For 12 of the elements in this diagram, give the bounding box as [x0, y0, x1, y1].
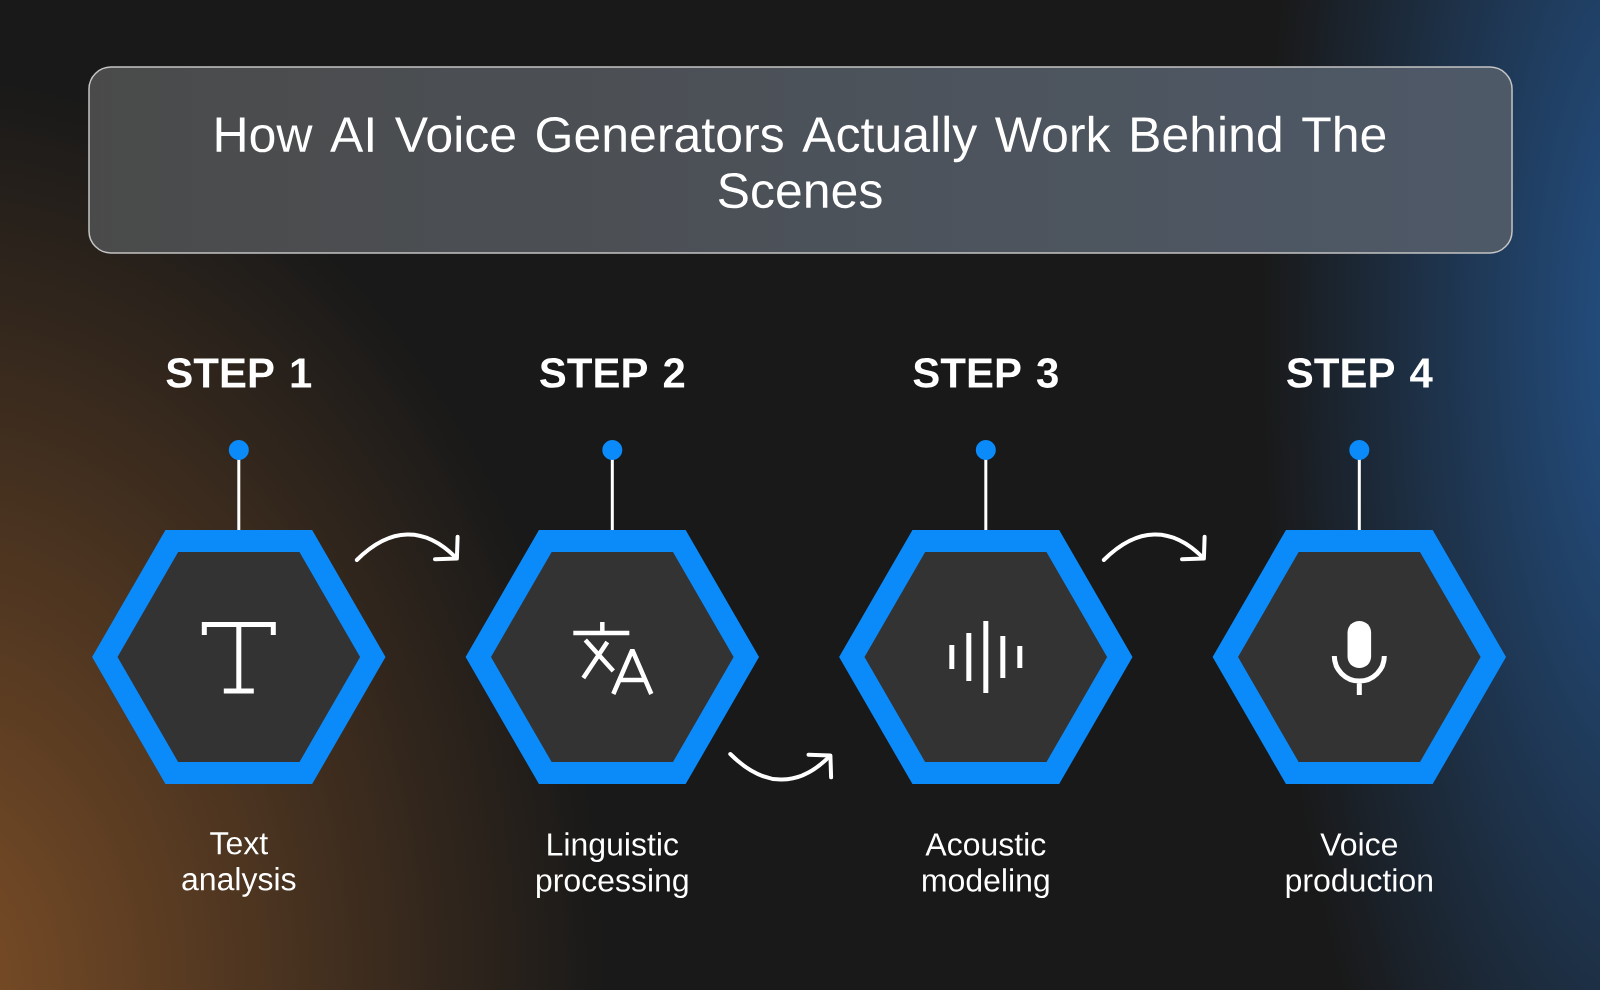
- step-label: STEP 2: [540, 358, 685, 388]
- step-description: Linguistic processing: [537, 832, 688, 898]
- step-description: Acoustic modeling: [923, 832, 1049, 898]
- title-banner: How AI Voice Generators Actually Work Behind The Scenes: [88, 66, 1513, 254]
- step-description: Text analysis: [182, 832, 296, 897]
- step-description: Voice production: [1286, 832, 1432, 898]
- curved-arrow: [728, 752, 834, 782]
- step-label: STEP 3: [913, 358, 1058, 388]
- step-label: STEP 1: [166, 358, 312, 388]
- curved-arrow: [1101, 532, 1207, 562]
- step-label: STEP 4: [1287, 358, 1433, 388]
- curved-arrow: [354, 532, 460, 562]
